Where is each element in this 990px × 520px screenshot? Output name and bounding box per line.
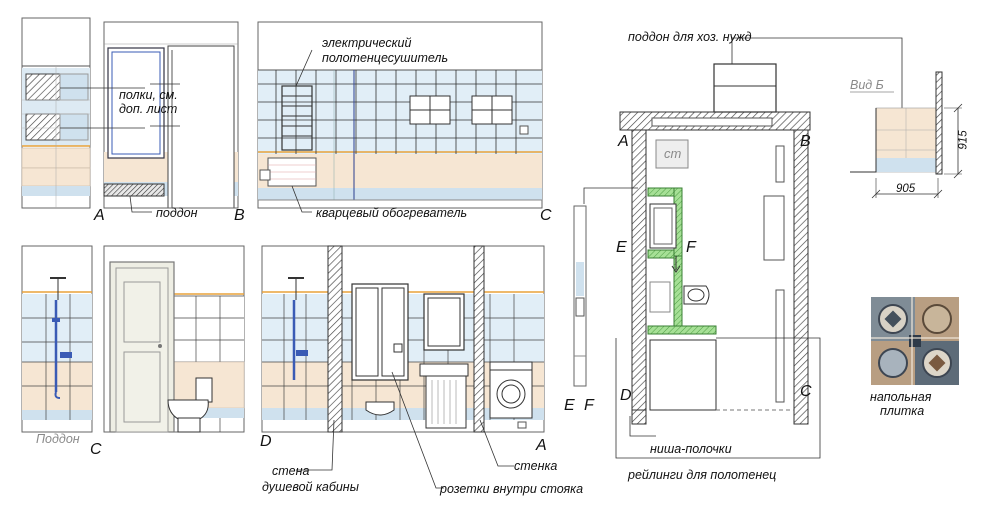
section-letter-d: D: [260, 433, 272, 450]
section-letter-b: B: [234, 207, 245, 224]
floor-tile-swatch: [871, 297, 959, 385]
cabinet-mark: ст: [664, 146, 682, 161]
quartz-heater-label: кварцевый обогреватель: [316, 206, 468, 220]
shelves-label-line2: доп. лист: [119, 102, 178, 116]
partition-label: стенка: [514, 459, 558, 473]
towel-rails-label: рейлинги для полотенец: [628, 468, 777, 482]
section-letter-c-lower: C: [90, 441, 102, 458]
elevation-cd-shower: [21, 245, 93, 433]
heater-label-line1: электрический: [322, 36, 412, 50]
heater-label-line2: полотенцесушитель: [322, 51, 449, 65]
elevation-ab-right: [103, 21, 239, 209]
view-b: [850, 71, 963, 199]
plan-letter-f: F: [686, 239, 696, 256]
tray-label: поддон: [156, 206, 198, 220]
elevation-da: [261, 245, 545, 433]
plan-letter-b: B: [800, 133, 811, 150]
plan-letter-d: D: [620, 387, 632, 404]
section-letter-a: A: [94, 207, 105, 224]
floor-plan: [619, 63, 811, 425]
section-letter-e-plan-side: E: [564, 397, 575, 414]
plan-letter-c: C: [800, 383, 812, 400]
floor-tile-label-line1: напольная: [870, 390, 932, 404]
plan-letter-a: A: [618, 133, 629, 150]
dimension-width: 905: [896, 183, 916, 195]
niche-shelves-label: ниша-полочки: [650, 442, 732, 456]
section-letter-f-plan-side: F: [584, 397, 594, 414]
shelves-label-line1: полки, см.: [119, 88, 178, 102]
view-b-label: Вид Б: [850, 78, 884, 92]
sockets-label: розетки внутри стояка: [440, 482, 584, 496]
tray-household-label: поддон для хоз. нужд: [628, 30, 752, 44]
floor-tile-label-line2: плитка: [880, 404, 925, 418]
section-letter-a-lower: A: [536, 437, 547, 454]
tray-label-grey: Поддон: [36, 432, 80, 446]
plan-letter-e: E: [616, 239, 627, 256]
section-letter-c: C: [540, 207, 552, 224]
elevation-bc: [257, 21, 543, 209]
elevation-cd-door: [103, 245, 245, 433]
dimension-height: 915: [957, 130, 970, 150]
elevation-ab-left: [21, 17, 91, 209]
shower-wall-label-line2: душевой кабины: [262, 480, 359, 494]
shower-wall-label-line1: стена: [272, 464, 310, 478]
